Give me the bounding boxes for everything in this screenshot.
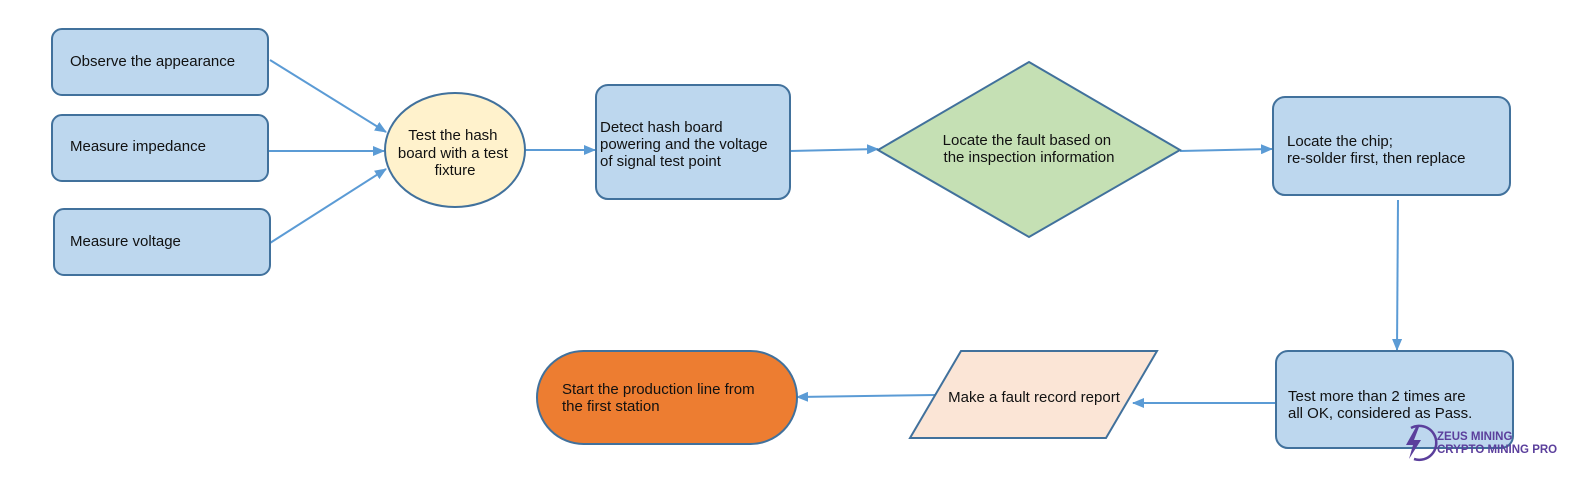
node-report: Make a fault record report bbox=[908, 350, 1159, 439]
lightning-circle-icon bbox=[1406, 424, 1438, 462]
node-observe: Observe the appearance bbox=[51, 28, 269, 96]
arrow-observe-to-fixture bbox=[269, 59, 387, 133]
node-fixture: Test the hash board with a test fixture bbox=[384, 92, 526, 208]
connectors bbox=[268, 59, 1403, 408]
arrow-fault-to-chip bbox=[1179, 144, 1273, 155]
node-fixture-label: Test the hash board with a test fixture bbox=[398, 127, 512, 179]
node-locate-fault: Locate the fault based on the inspection… bbox=[876, 60, 1182, 239]
node-voltage-label: Measure voltage bbox=[70, 233, 181, 250]
brand-logo-line2: CRYPTO MINING PRO bbox=[1437, 444, 1557, 456]
arrow-chip-to-test bbox=[1392, 199, 1403, 351]
node-locate-fault-label: Locate the fault based on the inspection… bbox=[943, 132, 1116, 166]
node-detect-label: Detect hash board powering and the volta… bbox=[600, 119, 772, 170]
node-locate-chip-label: Locate the chip; re-solder first, then r… bbox=[1287, 133, 1465, 167]
brand-logo: ZEUS MINING CRYPTO MINING PRO bbox=[1406, 424, 1557, 462]
node-test-pass: Test more than 2 times are all OK, consi… bbox=[1275, 350, 1514, 449]
arrow-detect-to-fault bbox=[789, 144, 879, 155]
node-start-line: Start the production line from the first… bbox=[536, 350, 798, 445]
node-detect: Detect hash board powering and the volta… bbox=[595, 84, 791, 200]
node-voltage: Measure voltage bbox=[53, 208, 271, 276]
node-start-line-label: Start the production line from the first… bbox=[562, 381, 759, 415]
node-test-pass-label: Test more than 2 times are all OK, consi… bbox=[1288, 388, 1472, 422]
node-locate-chip: Locate the chip; re-solder first, then r… bbox=[1272, 96, 1511, 196]
arrow-voltage-to-fixture bbox=[269, 168, 387, 244]
node-impedance: Measure impedance bbox=[51, 114, 269, 182]
node-observe-label: Observe the appearance bbox=[70, 53, 235, 70]
arrow-report-to-start bbox=[796, 391, 936, 402]
node-report-label: Make a fault record report bbox=[948, 389, 1121, 406]
brand-logo-line1: ZEUS MINING bbox=[1437, 431, 1512, 443]
node-impedance-label: Measure impedance bbox=[70, 138, 206, 155]
